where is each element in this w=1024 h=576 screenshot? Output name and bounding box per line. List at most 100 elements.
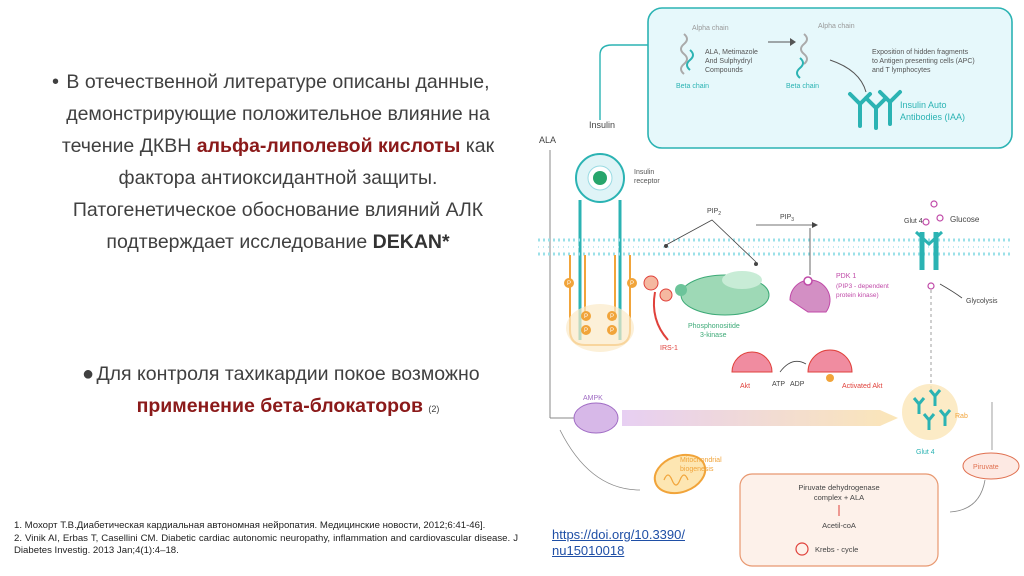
arrow-glycolysis [939,283,963,299]
pdk1-enzyme [789,279,831,313]
akt-enzyme [731,351,773,373]
cell-membrane [538,238,1010,256]
activated-akt-phosphate [826,374,834,382]
pi3k-label-l2: 3-kinase [700,332,727,339]
pdk1-label-l2: (PIP3 - dependent [836,283,889,290]
bullet-dot: • [52,71,60,93]
ampk-enzyme [573,402,619,434]
acetyl-label: Acetil-coA [822,521,856,530]
pip2-dot-1 [664,244,668,248]
alpha-chain-helix-2 [800,33,808,65]
irs1-chain [652,291,669,341]
doi-line-1: https://doi.org/10.3390/ [552,527,685,542]
irs1-node-2 [659,288,673,302]
pip3-arrowhead [812,222,818,228]
pip2-lines [665,219,757,263]
pdk1-label-l1: PDK 1 [836,273,856,280]
mito-label-l2: biogenesis [680,466,714,473]
svg-text:P: P [584,314,588,320]
adp-label: ADP [790,381,805,388]
alpha-chain-label-1: Alpha chain [692,25,729,32]
ampk-glut4-arrow [622,410,898,426]
text-panel: • В отечественной литературе описаны дан… [14,66,518,558]
bullet2-emphasis: применение бета-блокаторов [136,395,423,417]
doi-line-2: nu15010018 [552,543,625,558]
activated-akt-enzyme [807,349,853,373]
bullet-paragraph-2: ● Для контроля тахикардии покое возможно… [82,358,488,425]
phosphate-groups: P P P P P P [564,278,637,335]
glucose-molecule-3 [922,218,930,226]
glut4-cluster-icon [912,389,952,430]
insulin-label: Insulin [589,120,615,130]
bullet2-text-part1: Для контроля тахикардии покое возможно [96,363,480,385]
irs1-node [643,275,659,291]
doi-link[interactable]: https://doi.org/10.3390/ nu15010018 [552,527,685,559]
ala-compounds-l1: ALA, Metimazole [705,49,758,56]
svg-text:P: P [584,328,588,334]
glut4-bottom-label: Glut 4 [916,449,935,456]
glucose-inside [927,282,935,290]
irs1-label: IRS-1 [660,345,678,352]
mitochondrion-cristae [663,474,689,486]
iaa-label-l2: Antibodies (IAA) [900,112,965,122]
svg-text:P: P [610,314,614,320]
svg-text:P: P [630,281,634,287]
bullet-paragraph-1: • В отечественной литературе описаны дан… [52,66,498,258]
pi3k-p85 [675,284,687,296]
glucose-label: Glucose [950,215,980,224]
ala-compounds-l2: And Sulphydryl [705,58,753,65]
iaa-label-l1: Insulin Auto [900,100,947,110]
pi3k-label-l1: Phosphonositide [688,323,740,330]
pathway-diagram: Alpha chain Beta chain ALA, Metimazole A… [538,7,1020,567]
bullet1-text-part2: как фактора антиоксидантной защиты. Пато… [72,135,495,253]
beta-chain-label-1: Beta chain [676,83,709,90]
atp-label: ATP [772,381,785,388]
pip2-dot-2 [754,262,758,266]
ampk-label: AMPK [583,395,603,402]
antibody-icon [848,90,902,130]
pip2-label: PIP2 [707,208,721,217]
arrowhead [790,38,796,46]
arrow-to-mito [559,429,641,491]
rab-label: Rab [955,413,968,420]
beta-chain-helix-1 [686,49,694,71]
svg-text:P: P [610,328,614,334]
exposition-l1: Exposition of hidden fragments [872,49,969,56]
pdh-label-l1: Piruvate dehydrogenase [798,483,879,492]
pi3k-subunit [722,271,762,289]
mitochondrion-icon [653,453,707,495]
glucose-molecule-2 [936,214,944,222]
pdh-box [739,473,939,567]
krebs-label: Krebs - cycle [815,545,858,554]
krebs-cycle-icon [795,542,809,556]
insulin-molecule [593,171,607,185]
svg-text:P: P [567,281,571,287]
pip3-label: PIP3 [780,214,794,223]
beta-chain-label-2: Beta chain [786,83,819,90]
akt-label: Akt [740,383,750,390]
pdk1-label-l3: protein kinase) [836,292,879,299]
bullet1-text-part1: В отечественной литературе описаны данны… [61,71,490,157]
exposition-l2: to Antigen presenting cells (APC) [872,58,975,65]
alpha-chain-label-2: Alpha chain [818,23,855,30]
pyruvate-label: Piruvate [973,464,999,471]
reference-1: 1. Мохорт Т.В.Диабетическая кардиальная … [14,520,486,531]
glycolysis-label: Glycolysis [966,298,998,305]
receptor-label-l1: Insulin [634,169,654,176]
receptor-label-l2: receptor [634,178,660,185]
references: 1. Мохорт Т.В.Диабетическая кардиальная … [14,520,518,558]
bullet1-bold: DEKAN* [372,231,450,253]
exposition-l3: and T lymphocytes [872,67,931,74]
mito-label-l1: Mitochondrial [680,457,722,464]
bullet2-reference: (2) [428,404,440,414]
glut4-top-cap [914,230,944,247]
alpha-chain-helix-1 [680,33,688,75]
activated-akt-label: Activated Akt [842,383,883,390]
beta-chain-helix-2 [796,57,804,79]
box-connector [599,44,648,120]
reference-2: 2. Vinik AI, Erbas T, Casellini CM. Diab… [14,532,518,557]
pdk1-anchor [803,276,813,286]
bullet-dot: ● [82,363,95,385]
ala-label: ALA [539,135,556,145]
glut4-top-label: Glut 4 [904,218,923,225]
